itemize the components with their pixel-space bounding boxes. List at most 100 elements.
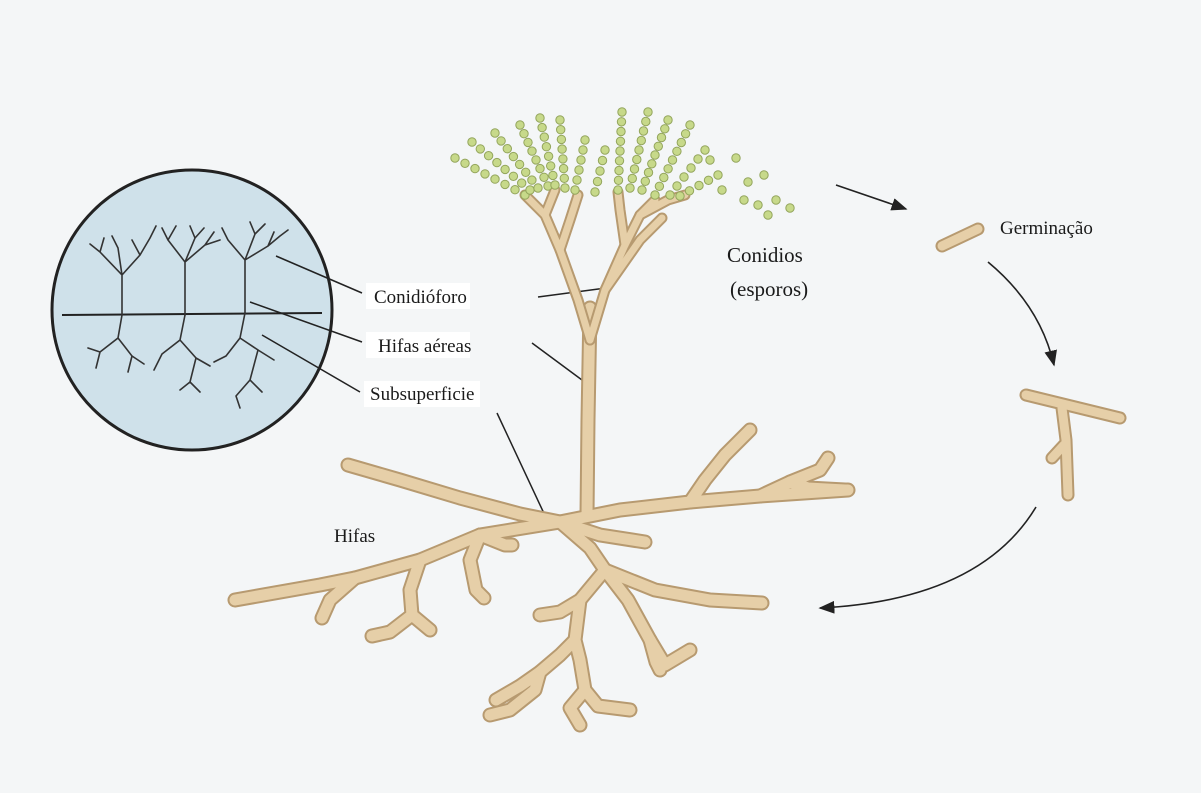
conidium (616, 137, 624, 145)
conidium (518, 179, 526, 187)
conidium (540, 173, 548, 181)
conidium (557, 135, 565, 143)
germinating-spore (942, 229, 978, 246)
conidium (666, 191, 674, 199)
conidium (677, 138, 685, 146)
conidium (571, 186, 579, 194)
conidium (641, 177, 649, 185)
conidium (536, 164, 544, 172)
released-conidium (732, 154, 740, 162)
conidium (701, 146, 709, 154)
conidium (528, 176, 536, 184)
conidium (556, 116, 564, 124)
conidium (528, 147, 536, 155)
conidium (681, 130, 689, 138)
conidium (657, 133, 665, 141)
inset-circle (52, 170, 332, 450)
conidium (685, 187, 693, 195)
conidium (491, 129, 499, 137)
conidium (614, 176, 622, 184)
label-conidioforo: Conidióforo (374, 287, 467, 308)
mycelium (235, 308, 848, 725)
conidium (695, 181, 703, 189)
conidia-chains (451, 108, 722, 200)
conidium (644, 108, 652, 116)
conidium (579, 146, 587, 154)
conidium (714, 171, 722, 179)
conidium (522, 168, 530, 176)
conidium (558, 145, 566, 153)
conidium (680, 173, 688, 181)
released-conidium (744, 178, 752, 186)
released-conidium (786, 204, 794, 212)
released-conidium (718, 186, 726, 194)
conidium (515, 160, 523, 168)
conidium (516, 121, 524, 129)
conidium (509, 172, 517, 180)
conidium (664, 165, 672, 173)
released-conidium (772, 196, 780, 204)
conidium (704, 176, 712, 184)
conidium (544, 152, 552, 160)
conidium (676, 192, 684, 200)
conidium (635, 146, 643, 154)
conidium (484, 152, 492, 160)
released-conidium (760, 171, 768, 179)
released-conidium (706, 156, 714, 164)
conidium (617, 118, 625, 126)
conidium (497, 137, 505, 145)
conidium (626, 184, 634, 192)
label-conidios: Conidios (727, 243, 803, 267)
conidium (664, 116, 672, 124)
conidium (655, 182, 663, 190)
arrow-to-mycelium (820, 507, 1036, 608)
conidium (614, 186, 622, 194)
conidium (633, 155, 641, 163)
conidium (581, 136, 589, 144)
conidium (598, 156, 606, 164)
released-conidia (706, 154, 794, 219)
conidium (559, 155, 567, 163)
conidium (534, 184, 542, 192)
conidium (651, 191, 659, 199)
label-subsuperficie: Subsuperficie (370, 384, 474, 405)
conidium (547, 162, 555, 170)
conidium (561, 184, 569, 192)
conidium (686, 121, 694, 129)
conidium (654, 142, 662, 150)
conidium (501, 180, 509, 188)
conidium (642, 117, 650, 125)
conidium (615, 157, 623, 165)
colony-inset (52, 170, 332, 450)
conidium (557, 126, 565, 134)
conidium (481, 170, 489, 178)
released-conidium (754, 201, 762, 209)
germ-tube (1026, 395, 1120, 495)
conidium (491, 175, 499, 183)
conidium (575, 166, 583, 174)
conidium (577, 156, 585, 164)
conidium (593, 177, 601, 185)
leader-hifas-aereas-main (532, 343, 582, 380)
conidium (687, 164, 695, 172)
conidium (638, 186, 646, 194)
released-conidium (740, 196, 748, 204)
conidium (461, 159, 469, 167)
conidium (616, 147, 624, 155)
germination-cycle (820, 185, 1120, 608)
arrow-to-germination (836, 185, 906, 209)
conidium (540, 133, 548, 141)
conidium (573, 176, 581, 184)
conidium (560, 174, 568, 182)
released-conidium (764, 211, 772, 219)
conidium (526, 186, 534, 194)
conidiophore-fill (525, 190, 685, 340)
conidium (615, 166, 623, 174)
conidium (630, 165, 638, 173)
conidium (651, 151, 659, 159)
conidium (618, 108, 626, 116)
conidium (644, 168, 652, 176)
conidium (673, 147, 681, 155)
